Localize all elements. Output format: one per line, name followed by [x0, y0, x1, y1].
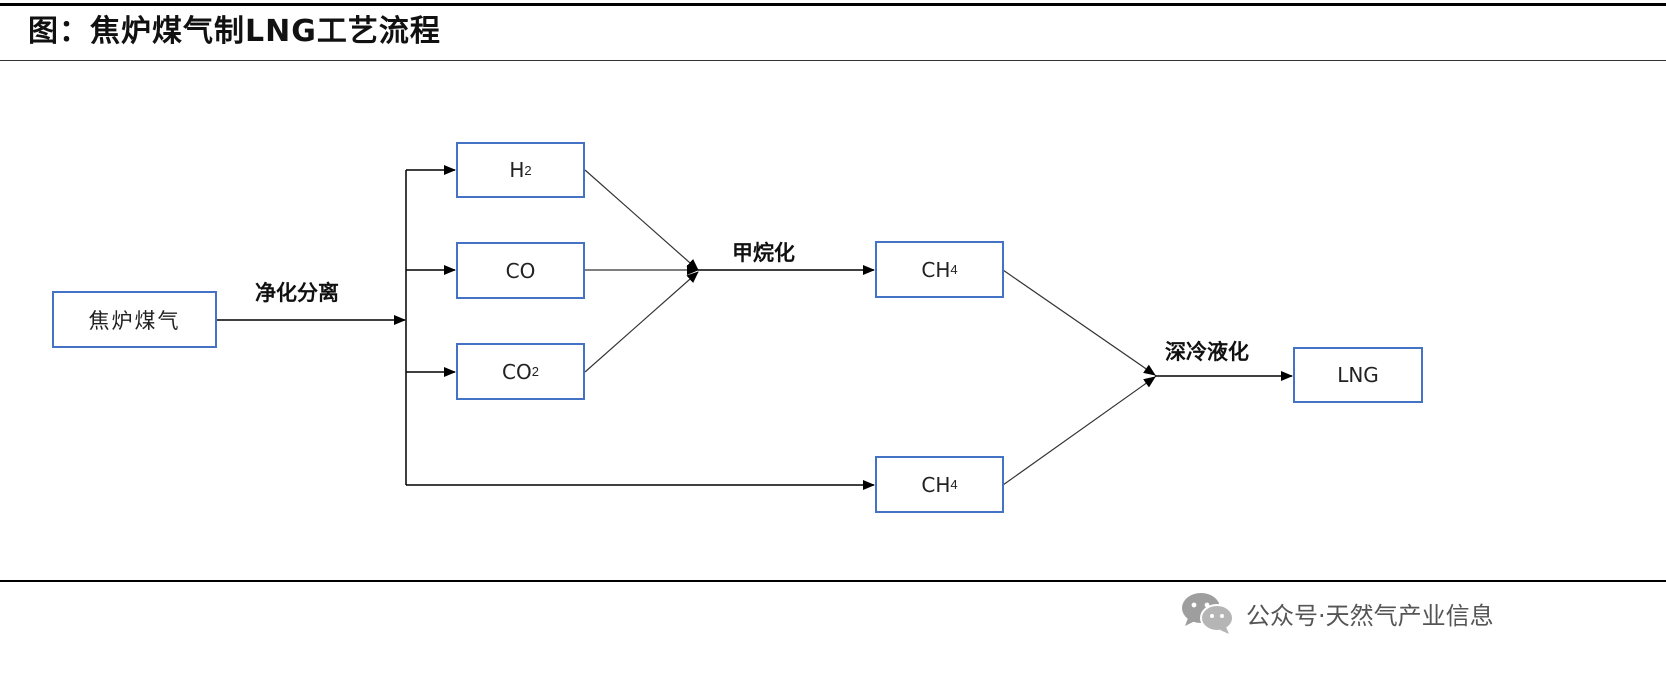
node-subscript: 2	[524, 162, 532, 178]
node-label: CO	[505, 258, 536, 283]
wechat-icon	[1182, 593, 1234, 634]
edge-ch4-to-liquefaction	[1002, 269, 1156, 376]
node-label: LNG	[1337, 363, 1379, 387]
title-underline	[0, 60, 1666, 61]
edge-ch4-direct-to-liquefaction	[1002, 376, 1156, 486]
edge-label-methanation: 甲烷化	[732, 241, 795, 265]
edge-label-liquefaction: 深冷液化	[1165, 340, 1249, 364]
footer-text: 公众号·天然气产业信息	[1246, 601, 1494, 630]
footer-rule	[0, 580, 1666, 582]
edge-label-purification: 净化分离	[255, 281, 339, 305]
node-label: 焦炉煤气	[88, 308, 181, 333]
top-rule	[0, 3, 1666, 6]
node-label: CO	[502, 359, 532, 384]
node-subscript: 4	[950, 477, 958, 492]
node-lng: LNG	[1293, 347, 1423, 403]
node-subscript: 4	[950, 262, 958, 277]
node-label: CH	[921, 472, 951, 497]
node-co: CO	[456, 242, 585, 299]
edge-h2-to-methanation	[584, 169, 699, 271]
figure-title: 图：焦炉煤气制LNG工艺流程	[28, 14, 441, 49]
edge-co2-to-methanation	[584, 271, 699, 373]
node-subscript: 2	[531, 364, 539, 379]
footer-watermark: 公众号·天然气产业信息	[1180, 588, 1494, 638]
node-label: H	[509, 158, 525, 182]
node-coke-oven-gas: 焦炉煤气	[52, 291, 217, 348]
node-label: CH	[921, 257, 951, 282]
